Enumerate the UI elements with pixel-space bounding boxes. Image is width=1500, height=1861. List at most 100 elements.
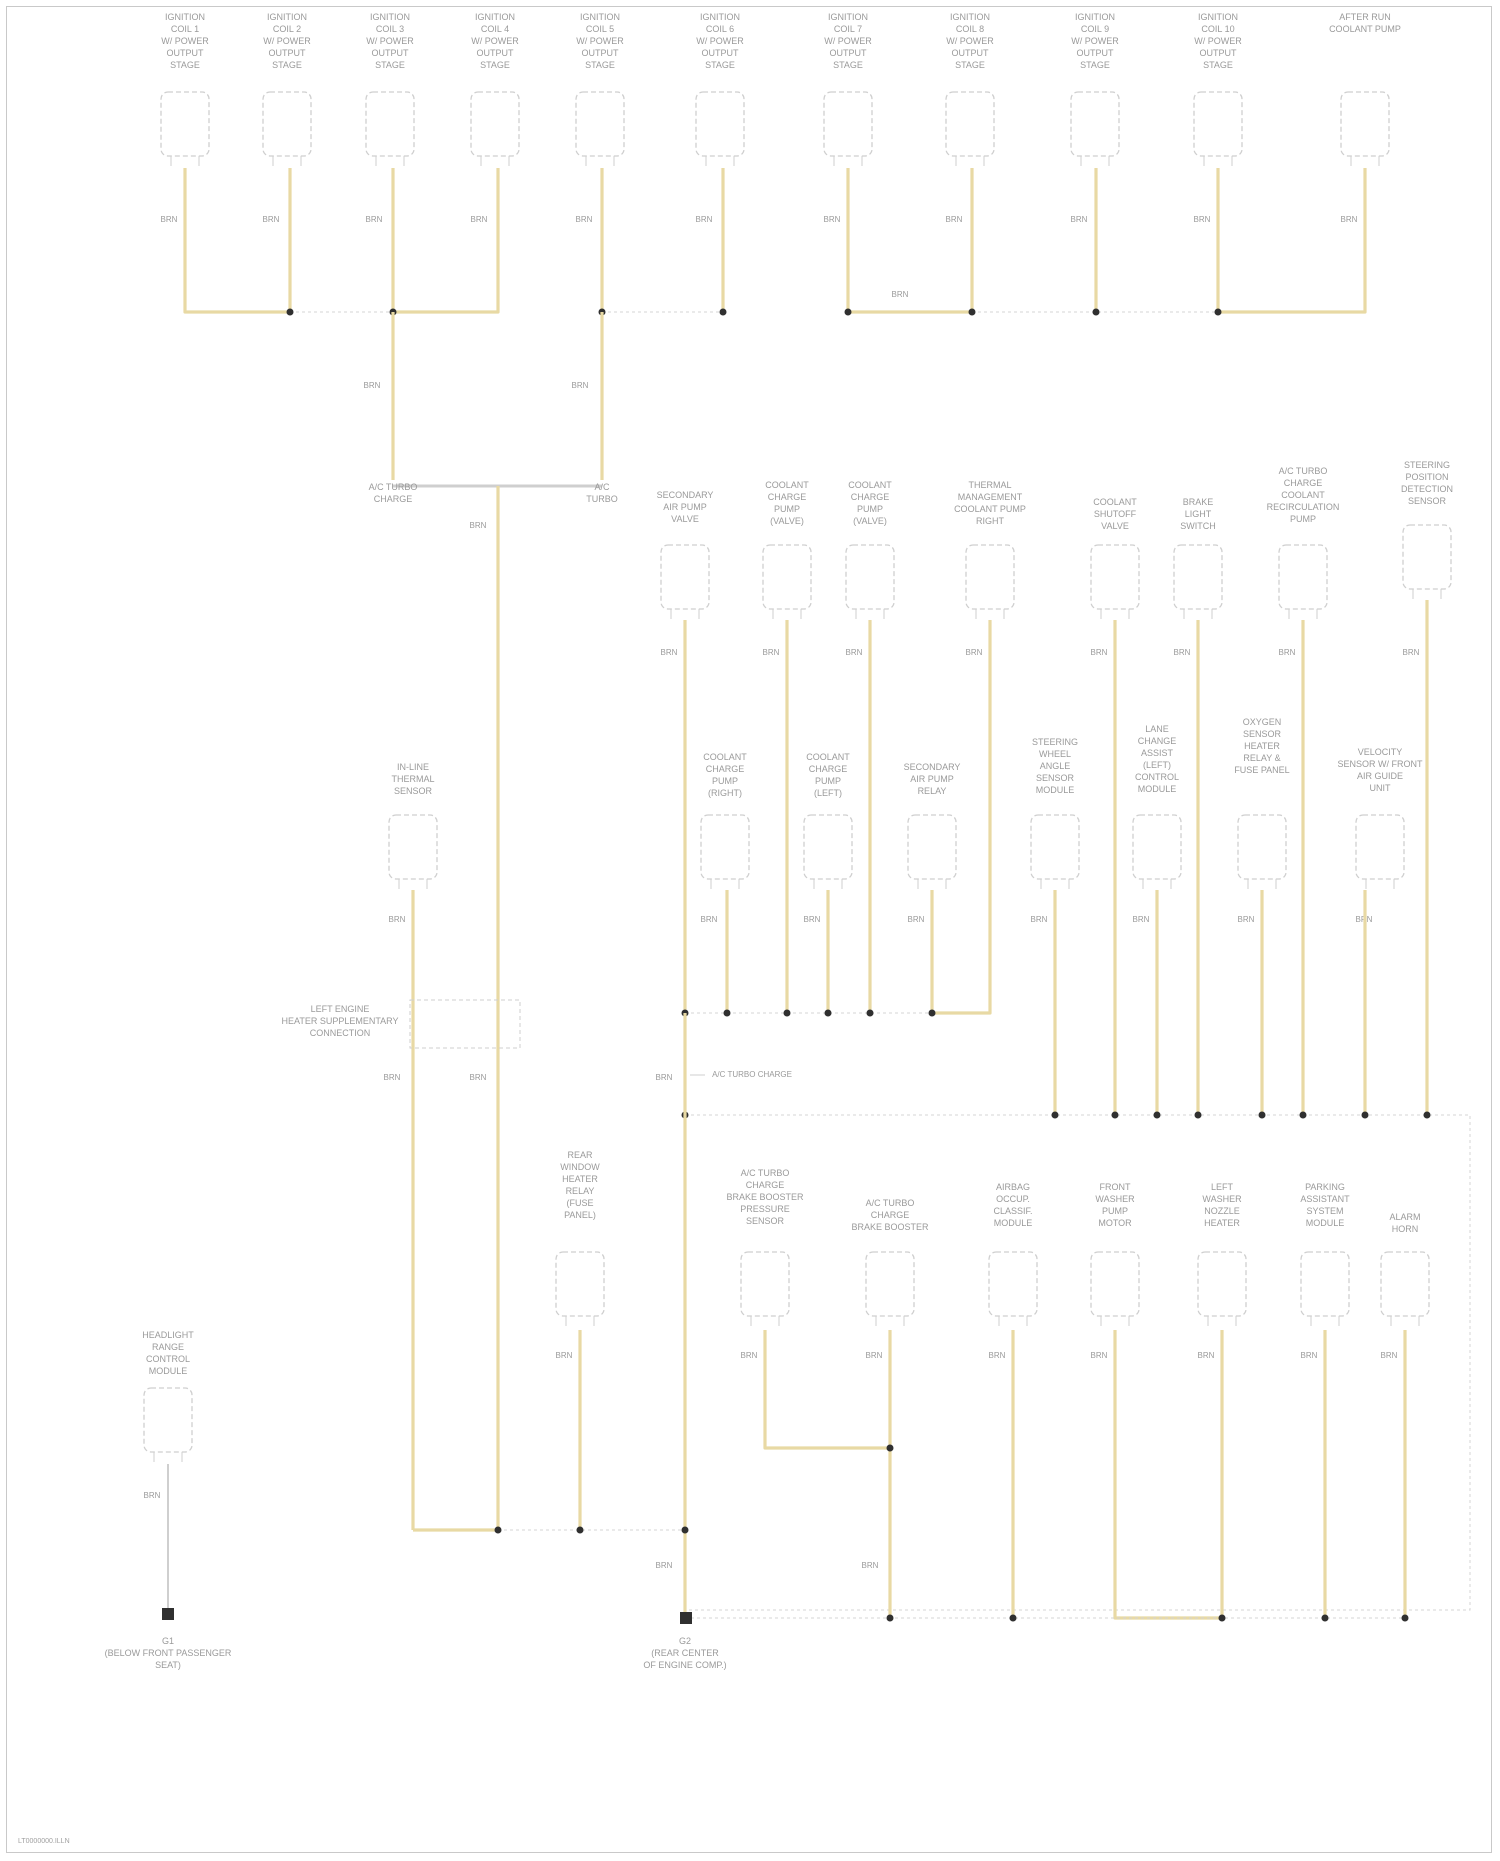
connector-top6 xyxy=(696,92,744,156)
component-label: WASHER xyxy=(1095,1194,1135,1204)
component-label: MODULE xyxy=(1306,1218,1345,1228)
wire-color-label: BRN xyxy=(892,290,909,299)
component-label: HEATER xyxy=(562,1174,598,1184)
connector-b1 xyxy=(556,1252,604,1316)
splice-label: A/C TURBO CHARGE xyxy=(712,1070,792,1079)
component-label: LANE xyxy=(1145,724,1169,734)
component-label: PARKING xyxy=(1305,1182,1345,1192)
connector-r1 xyxy=(661,545,709,609)
mid-connector-label: LEFT ENGINE xyxy=(311,1004,370,1014)
connector-top1 xyxy=(161,92,209,156)
junction-dot xyxy=(1300,1112,1307,1119)
ground-label: SEAT) xyxy=(155,1660,181,1670)
component-label: OUTPUT xyxy=(269,48,307,58)
component-label: OUTPUT xyxy=(702,48,740,58)
component-label: SENSOR W/ FRONT xyxy=(1338,759,1424,769)
junction-dot xyxy=(969,309,976,316)
component-label: STAGE xyxy=(705,60,735,70)
component-label: A/C TURBO xyxy=(1279,466,1328,476)
wire-color-label: BRN xyxy=(1071,215,1088,224)
component-label: COIL 6 xyxy=(706,24,734,34)
component-label: AIRBAG xyxy=(996,1182,1030,1192)
component-label: COIL 4 xyxy=(481,24,509,34)
component-label: SECONDARY xyxy=(657,490,714,500)
wire-color-label: BRN xyxy=(866,1351,883,1360)
junction-dot xyxy=(887,1445,894,1452)
junction-dot xyxy=(784,1010,791,1017)
component-label: STAGE xyxy=(480,60,510,70)
component-label: OUTPUT xyxy=(477,48,515,58)
component-label: IGNITION xyxy=(267,12,307,22)
junction-dot xyxy=(867,1010,874,1017)
connector-b2 xyxy=(741,1252,789,1316)
component-label: BRAKE xyxy=(1183,497,1214,507)
component-label: (RIGHT) xyxy=(708,788,742,798)
mid-connector xyxy=(410,1000,520,1048)
component-label: AIR GUIDE xyxy=(1357,771,1403,781)
wire-color-label: BRN xyxy=(366,215,383,224)
connector-b8 xyxy=(1381,1252,1429,1316)
wire-color-label: BRN xyxy=(470,1073,487,1082)
component-label: COIL 9 xyxy=(1081,24,1109,34)
component-label: COIL 2 xyxy=(273,24,301,34)
component-label: LEFT xyxy=(1211,1182,1234,1192)
junction-dot xyxy=(1112,1112,1119,1119)
component-label: FRONT xyxy=(1100,1182,1131,1192)
component-label: W/ POWER xyxy=(576,36,624,46)
component-label: CONTROL xyxy=(146,1354,190,1364)
component-label: CHARGE xyxy=(768,492,807,502)
component-label: DETECTION xyxy=(1401,484,1453,494)
component-label: SENSOR xyxy=(1408,496,1447,506)
ground-label: G2 xyxy=(679,1636,691,1646)
junction-dot xyxy=(720,309,727,316)
component-label: MODULE xyxy=(1036,785,1075,795)
component-label: COOLANT xyxy=(848,480,892,490)
component-label: IGNITION xyxy=(475,12,515,22)
connector-r2 xyxy=(763,545,811,609)
component-label: COOLANT PUMP xyxy=(1329,24,1401,34)
splice-label: A/C TURBO xyxy=(369,482,418,492)
component-label: SWITCH xyxy=(1180,521,1216,531)
wire-top1 xyxy=(185,168,290,312)
ground-g1 xyxy=(162,1608,174,1620)
wire-color-label: BRN xyxy=(1238,915,1255,924)
component-label: STAGE xyxy=(833,60,863,70)
component-label: SENSOR xyxy=(1243,729,1282,739)
footer-text: LT0000000.ILLN xyxy=(18,1838,70,1845)
component-label: A/C TURBO xyxy=(741,1168,790,1178)
connector-r5 xyxy=(1091,545,1139,609)
wire-color-label: BRN xyxy=(556,1351,573,1360)
wire-color-label: BRN xyxy=(1174,648,1191,657)
component-label: OUTPUT xyxy=(582,48,620,58)
component-label: W/ POWER xyxy=(946,36,994,46)
component-label: OUTPUT xyxy=(830,48,868,58)
component-label: STAGE xyxy=(272,60,302,70)
component-label: W/ POWER xyxy=(696,36,744,46)
component-label: OUTPUT xyxy=(1077,48,1115,58)
component-label: IGNITION xyxy=(950,12,990,22)
junction-dot xyxy=(724,1010,731,1017)
component-label: COIL 7 xyxy=(834,24,862,34)
connector-r4 xyxy=(966,545,1014,609)
component-label: (VALVE) xyxy=(853,516,887,526)
component-label: IGNITION xyxy=(1075,12,1115,22)
component-label: STAGE xyxy=(1203,60,1233,70)
wire-b5-b6 xyxy=(1115,1330,1222,1618)
component-label: THERMAL xyxy=(968,480,1011,490)
component-label: COIL 3 xyxy=(376,24,404,34)
component-label: COOLANT xyxy=(765,480,809,490)
component-label: CHARGE xyxy=(1284,478,1323,488)
junction-dot xyxy=(1362,1112,1369,1119)
component-label: SHUTOFF xyxy=(1094,509,1137,519)
junction-dot xyxy=(1154,1112,1161,1119)
wire-color-label: BRN xyxy=(389,915,406,924)
junction-dot xyxy=(929,1010,936,1017)
component-label: RECIRCULATION xyxy=(1267,502,1340,512)
junction-dot xyxy=(682,1527,689,1534)
component-label: IGNITION xyxy=(580,12,620,22)
component-label: SYSTEM xyxy=(1306,1206,1343,1216)
component-label: THERMAL xyxy=(391,774,434,784)
component-label: LIGHT xyxy=(1185,509,1212,519)
component-label: REAR xyxy=(567,1150,593,1160)
